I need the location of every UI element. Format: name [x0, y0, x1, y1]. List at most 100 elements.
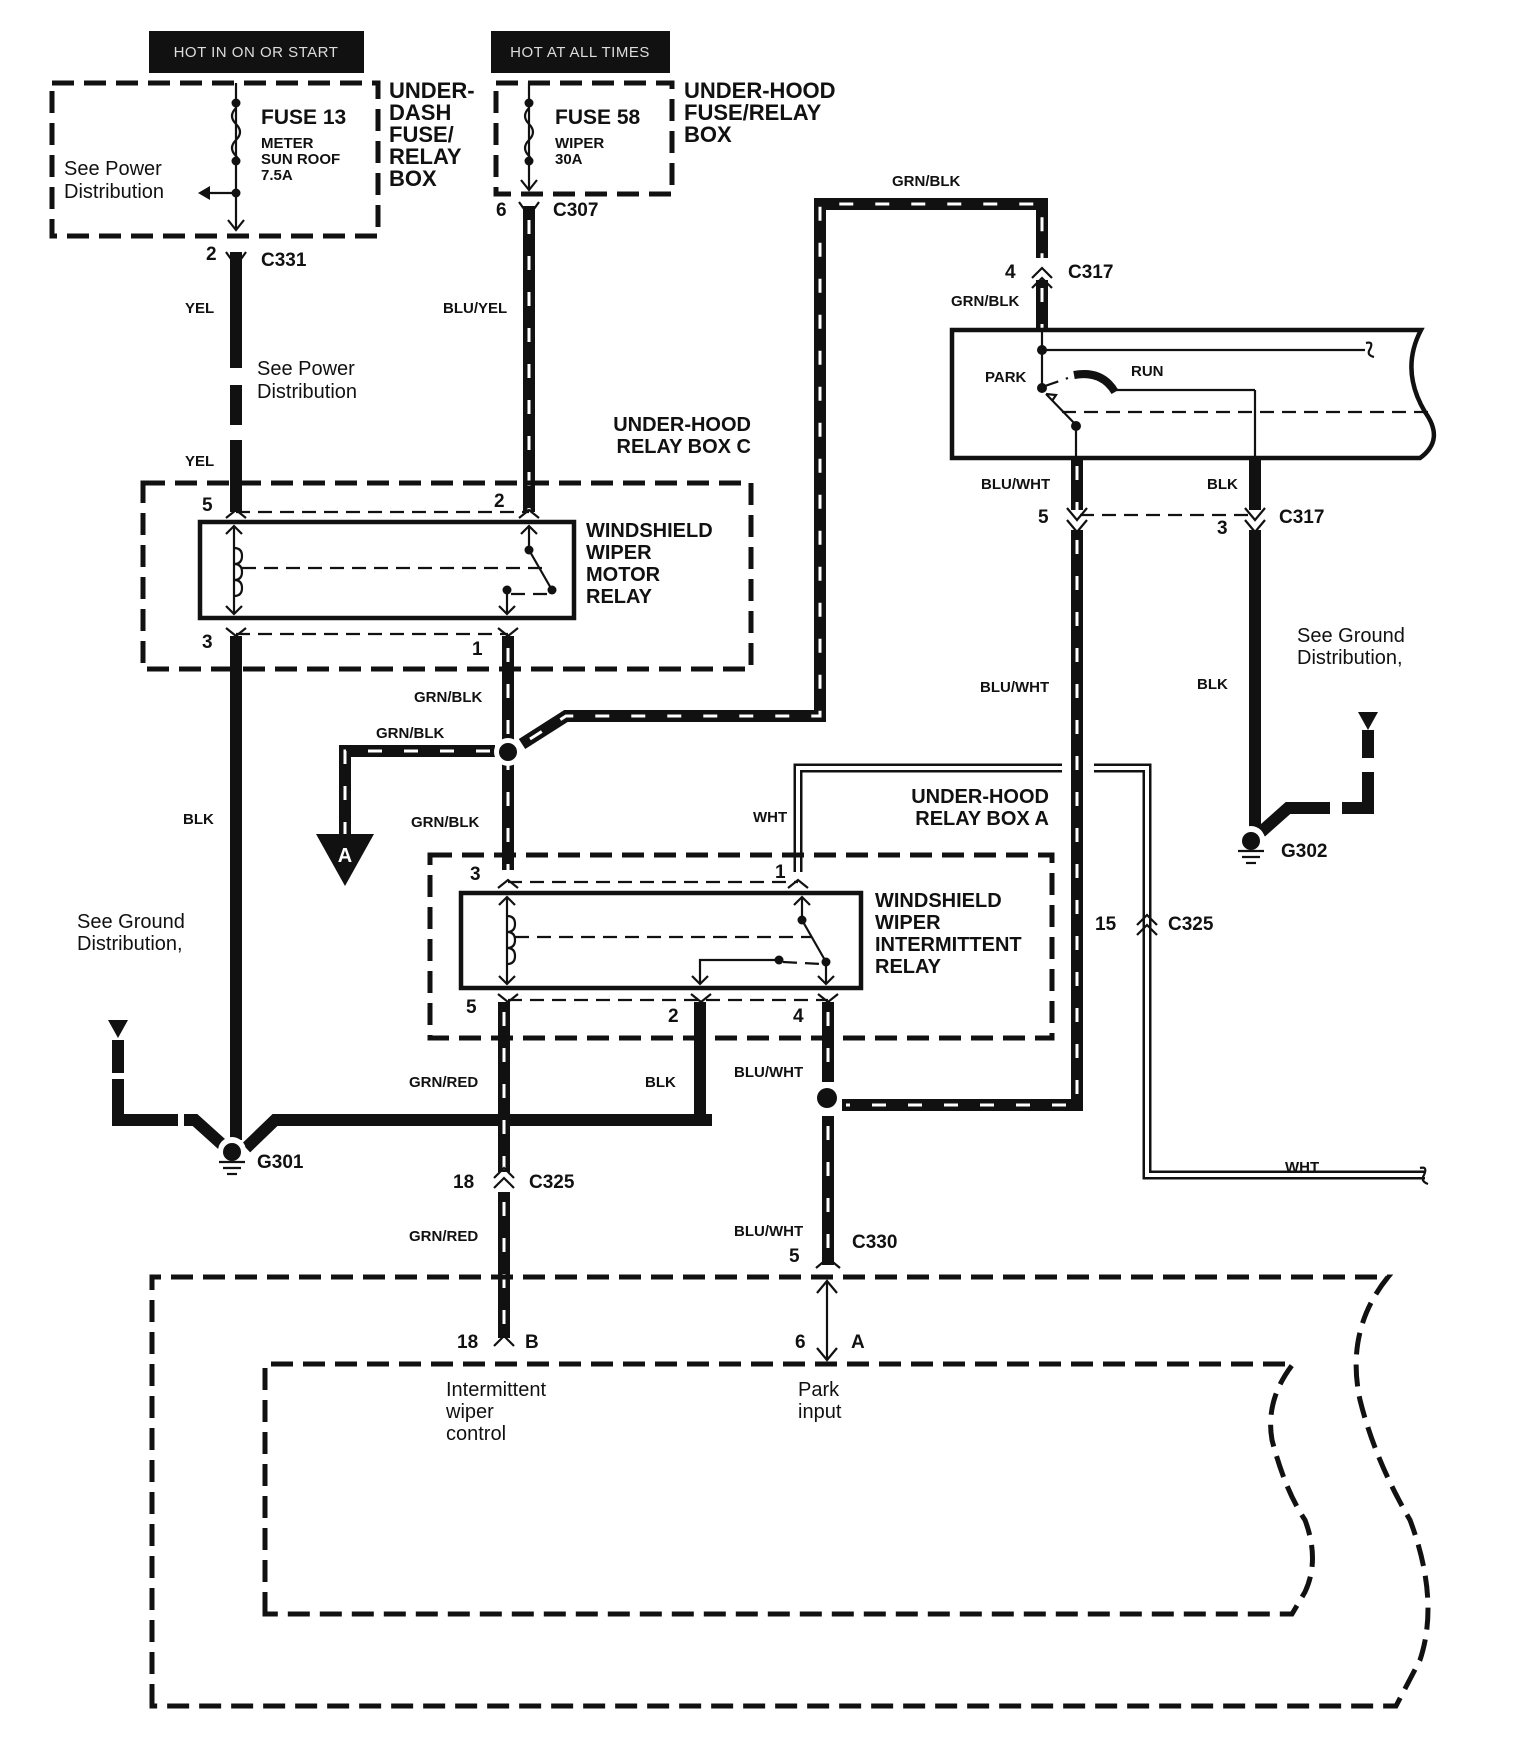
- header-hot-on-start: HOT IN ON OR START: [149, 31, 364, 73]
- wire-label-blu-wht-motor: BLU/WHT: [981, 476, 1050, 493]
- underdash-fuse-box: [49, 80, 381, 239]
- wire-label-blk-motor: BLK: [1207, 476, 1238, 493]
- see-power-mid-1: See Power: [257, 358, 355, 380]
- ecu-pin-b-desc-2: wiper: [445, 1401, 494, 1423]
- wire-label-blk-right: BLK: [1197, 676, 1228, 693]
- relay-box-a: [427, 852, 1055, 1041]
- svg-text:WINDSHIELD: WINDSHIELD: [586, 520, 713, 542]
- wire-label-yel-top: YEL: [185, 300, 214, 317]
- wire-yel: [225, 251, 247, 512]
- see-power-top-1: See Power: [64, 158, 162, 180]
- wire-blk-relay: [522, 1002, 706, 1126]
- ecu-pin-b-desc-1: Intermittent: [446, 1379, 546, 1401]
- relay-a-switch-icon: [801, 919, 827, 963]
- header-hot-all-times-text: HOT AT ALL TIMES: [510, 44, 650, 61]
- see-power-top-2: Distribution: [64, 181, 164, 203]
- junction-blu-wht: [817, 1088, 837, 1108]
- relay-box-c-label: UNDER-HOOD RELAY BOX C: [613, 414, 751, 458]
- wire-label-grn-blk-1: GRN/BLK: [414, 689, 482, 706]
- header-hot-all-times: HOT AT ALL TIMES: [491, 31, 670, 73]
- wire-break-wht-icon: [1419, 1166, 1429, 1186]
- relay-a-pin-3: 3: [470, 864, 481, 885]
- ecu-pin-b-terminal: B: [525, 1332, 539, 1353]
- wire-label-blu-yel: BLU/YEL: [443, 300, 507, 317]
- svg-text:MOTOR: MOTOR: [586, 564, 661, 586]
- c330-label: C330: [852, 1232, 897, 1253]
- c325-15-pin: 15: [1095, 914, 1117, 935]
- ground-g301-label: G301: [257, 1152, 304, 1173]
- svg-text:A: A: [338, 845, 352, 867]
- relay-c-pin-3: 3: [202, 632, 213, 653]
- svg-text:WINDSHIELD: WINDSHIELD: [875, 890, 1002, 912]
- header-hot-on-start-text: HOT IN ON OR START: [174, 44, 339, 61]
- fuse-13-rating: 7.5A: [261, 167, 293, 184]
- relay-coil-icon: [233, 546, 244, 598]
- fuse-58-rating: 30A: [555, 151, 583, 168]
- c330-pin: 5: [789, 1246, 800, 1267]
- underhood-fuse-box: [493, 80, 675, 197]
- svg-text:RELAY BOX C: RELAY BOX C: [617, 436, 751, 458]
- see-ground-right-1: See Ground: [1297, 625, 1405, 647]
- wire-label-grn-blk-3: GRN/BLK: [411, 814, 479, 831]
- ecu-pin-b-desc-3: control: [446, 1423, 506, 1445]
- wire-blu-wht-right: [842, 458, 1250, 1111]
- ecu-pin-a-desc-1: Park: [798, 1379, 840, 1401]
- svg-text:RELAY: RELAY: [875, 956, 942, 978]
- ecu-pin-a-desc-2: input: [798, 1401, 842, 1423]
- wire-grn-red: [493, 1002, 515, 1347]
- svg-text:UNDER-HOOD: UNDER-HOOD: [911, 786, 1049, 808]
- wire-label-blk-left: BLK: [183, 811, 214, 828]
- offpage-connector-a-icon[interactable]: A: [316, 834, 374, 886]
- wire-break-icon: [1365, 341, 1375, 359]
- relay-a-pin-5: 5: [466, 997, 477, 1018]
- fuse-13-name: FUSE 13: [261, 106, 346, 129]
- svg-text:INTERMITTENT: INTERMITTENT: [875, 934, 1022, 956]
- offpage-ground-right-icon: [1358, 712, 1378, 730]
- c307-pin: 6: [496, 200, 507, 221]
- wire-grn-blk-to-motor: [518, 198, 1053, 750]
- wiper-motor: [949, 327, 1436, 461]
- relay-switch-icon: [528, 549, 553, 591]
- junction-grn-blk: [499, 743, 517, 761]
- fuse-58-name: FUSE 58: [555, 106, 641, 129]
- wire-label-grn-red-bot: GRN/RED: [409, 1228, 478, 1245]
- fuse-13-circuit-2: SUN ROOF: [261, 151, 340, 168]
- svg-text:DASH: DASH: [389, 100, 451, 125]
- svg-text:FUSE/: FUSE/: [389, 122, 454, 147]
- wiper-motor-relay-label: WINDSHIELD WIPER MOTOR RELAY: [586, 520, 713, 608]
- wire-label-wht-bottom: WHT: [1285, 1159, 1319, 1176]
- svg-text:WIPER: WIPER: [875, 912, 941, 934]
- relay-coil-a-icon: [506, 914, 517, 966]
- fuse-13-circuit-1: METER: [261, 135, 314, 152]
- c331-label: C331: [261, 250, 307, 271]
- see-ground-left-2: Distribution,: [77, 933, 183, 955]
- c317-bot-pin-5: 5: [1038, 507, 1049, 528]
- wire-blk-right: [1244, 458, 1378, 837]
- wire-label-wht-top: WHT: [753, 809, 787, 826]
- ecu-pin-a-terminal: A: [851, 1332, 865, 1353]
- park-label: PARK: [985, 369, 1027, 386]
- c317-top-pin: 4: [1005, 262, 1016, 283]
- c325-15-label: C325: [1168, 914, 1214, 935]
- svg-text:FUSE/RELAY: FUSE/RELAY: [684, 100, 822, 125]
- relay-c-pin-2: 2: [494, 491, 505, 512]
- see-power-mid-2: Distribution: [257, 381, 357, 403]
- wire-label-blu-wht-relay: BLU/WHT: [734, 1064, 803, 1081]
- wire-blu-yel: [518, 201, 540, 512]
- ground-g302-icon: [1237, 826, 1265, 865]
- fuse-58-circuit: WIPER: [555, 135, 604, 152]
- wire-label-blk-relay: BLK: [645, 1074, 676, 1091]
- wire-wht: [793, 763, 1429, 1186]
- svg-text:BOX: BOX: [684, 122, 732, 147]
- wire-blu-wht-relay: [815, 1002, 841, 1269]
- wire-label-yel-bot: YEL: [185, 453, 214, 470]
- ecu-pin-a-number: 6: [795, 1332, 806, 1353]
- c331-pin: 2: [206, 244, 217, 265]
- park-input-arrow: [816, 1279, 838, 1362]
- c317-top-label: C317: [1068, 262, 1113, 283]
- wire-label-blu-wht-right: BLU/WHT: [980, 679, 1049, 696]
- svg-text:RELAY: RELAY: [389, 144, 462, 169]
- wiper-motor-relay: [197, 519, 577, 621]
- wire-label-grn-blk-top: GRN/BLK: [892, 173, 960, 190]
- c307-label: C307: [553, 200, 598, 221]
